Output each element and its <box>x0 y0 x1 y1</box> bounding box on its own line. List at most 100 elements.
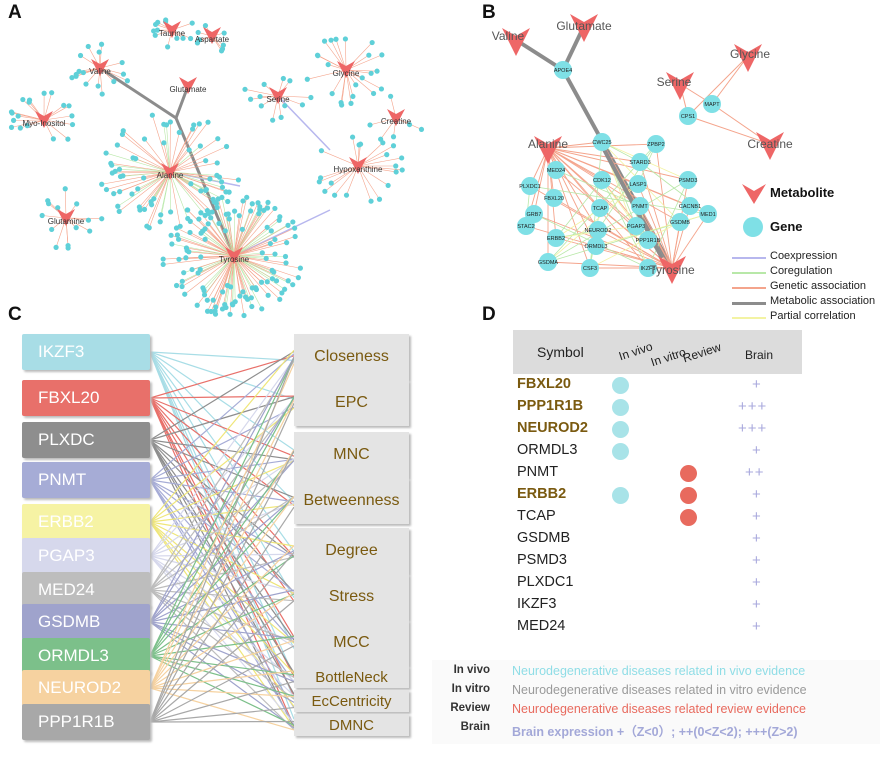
centrality-link <box>149 355 295 399</box>
gene-edge <box>169 138 218 173</box>
metabolite-node <box>570 14 598 42</box>
gene-node <box>264 279 270 285</box>
gene-node <box>176 129 182 136</box>
gene-node <box>703 95 721 113</box>
gene-node <box>99 216 105 222</box>
gene-box-med24: MED24 <box>22 572 150 608</box>
gene-edge <box>119 169 171 173</box>
in-vivo-dot <box>612 421 629 438</box>
centrality-link <box>149 449 295 689</box>
gene-node <box>223 304 229 311</box>
gene-edge <box>369 117 397 126</box>
metabolite-label: Glutamate <box>556 19 612 33</box>
centrality-link <box>149 358 295 557</box>
gene-node <box>220 289 226 295</box>
centrality-link <box>149 349 295 523</box>
edge-legend-swatch <box>732 317 766 319</box>
gene-edge <box>177 234 235 257</box>
gene-node <box>10 117 17 123</box>
gene-edge <box>64 188 67 219</box>
gene-node <box>99 91 105 97</box>
gene-edge <box>233 209 261 257</box>
gene-edge <box>65 217 102 220</box>
in-vivo-dot <box>612 487 629 504</box>
gene-node <box>647 135 665 153</box>
metabolite-node <box>91 59 109 76</box>
metabolite-node <box>163 21 181 38</box>
gene-node <box>53 244 59 251</box>
review-dot <box>680 487 697 504</box>
gene-node <box>190 126 196 132</box>
centrality-box-dmnc: DMNC <box>294 714 409 736</box>
gene-node <box>418 126 425 133</box>
gene-edge <box>233 202 259 257</box>
gene-node <box>406 121 413 128</box>
gene-node <box>297 265 303 271</box>
gene-node <box>265 292 271 298</box>
gene-edge <box>65 217 90 232</box>
gene-node <box>198 230 204 236</box>
gene-edge <box>218 223 235 257</box>
gene-node <box>103 186 110 193</box>
gene-node <box>265 199 271 206</box>
genetic-edge <box>671 205 691 269</box>
gene-edge <box>345 69 372 74</box>
gene-edge <box>176 227 235 257</box>
gene-node <box>168 232 174 238</box>
gene-node <box>273 278 280 284</box>
gene-node <box>182 291 188 297</box>
metabolite-node <box>161 163 179 180</box>
gene-node <box>587 237 605 255</box>
gene-node <box>152 21 159 28</box>
gene-edge <box>169 128 193 173</box>
gene-node <box>268 228 274 234</box>
metabolic-edge <box>514 38 565 72</box>
gene-node <box>280 75 286 82</box>
gene-node <box>85 217 92 223</box>
row-symbol: PSMD3 <box>517 552 567 568</box>
gene-node <box>157 219 163 225</box>
gene-edge <box>169 171 181 227</box>
gene-label: STARD3 <box>629 160 650 166</box>
gene-node <box>219 46 226 52</box>
in-vivo-dot <box>612 443 629 460</box>
gene-node <box>287 78 293 84</box>
gene-node <box>187 218 193 224</box>
centrality-link <box>149 399 295 689</box>
in-vivo-dot <box>612 399 629 416</box>
gene-node <box>348 100 354 106</box>
gene-node <box>62 186 68 192</box>
gene-edge <box>148 171 171 228</box>
centrality-link <box>149 439 295 674</box>
gene-box-ppp1r1b: PPP1R1B <box>22 704 150 740</box>
centrality-link <box>149 439 295 695</box>
gene-node <box>292 225 298 231</box>
gene-edge <box>169 171 223 188</box>
table-header <box>513 330 802 374</box>
brain-expression: ++ <box>745 464 765 481</box>
metabolite-label: Serine <box>266 95 290 104</box>
metabolite-legend-icon <box>742 184 766 204</box>
genetic-edge <box>687 55 749 117</box>
centrality-link <box>149 402 295 723</box>
gene-edge <box>233 255 277 282</box>
gene-node <box>179 278 185 284</box>
gene-node <box>393 169 399 175</box>
gene-box-ikzf3: IKZF3 <box>22 334 150 370</box>
centrality-link <box>149 496 295 657</box>
gene-edge <box>307 69 347 80</box>
gene-edge <box>277 95 303 106</box>
edge-legend-label: Partial correlation <box>770 310 856 322</box>
gene-node <box>237 293 243 299</box>
gene-node <box>66 103 72 109</box>
header-brain: Brain <box>745 348 774 362</box>
centrality-link <box>149 551 295 723</box>
gene-label: GSDMB <box>670 220 691 226</box>
gene-node <box>256 211 262 217</box>
gene-node <box>163 17 169 23</box>
gene-node <box>258 103 264 109</box>
gene-node <box>277 296 283 302</box>
gene-edge <box>319 165 359 183</box>
gene-edge <box>120 171 171 177</box>
